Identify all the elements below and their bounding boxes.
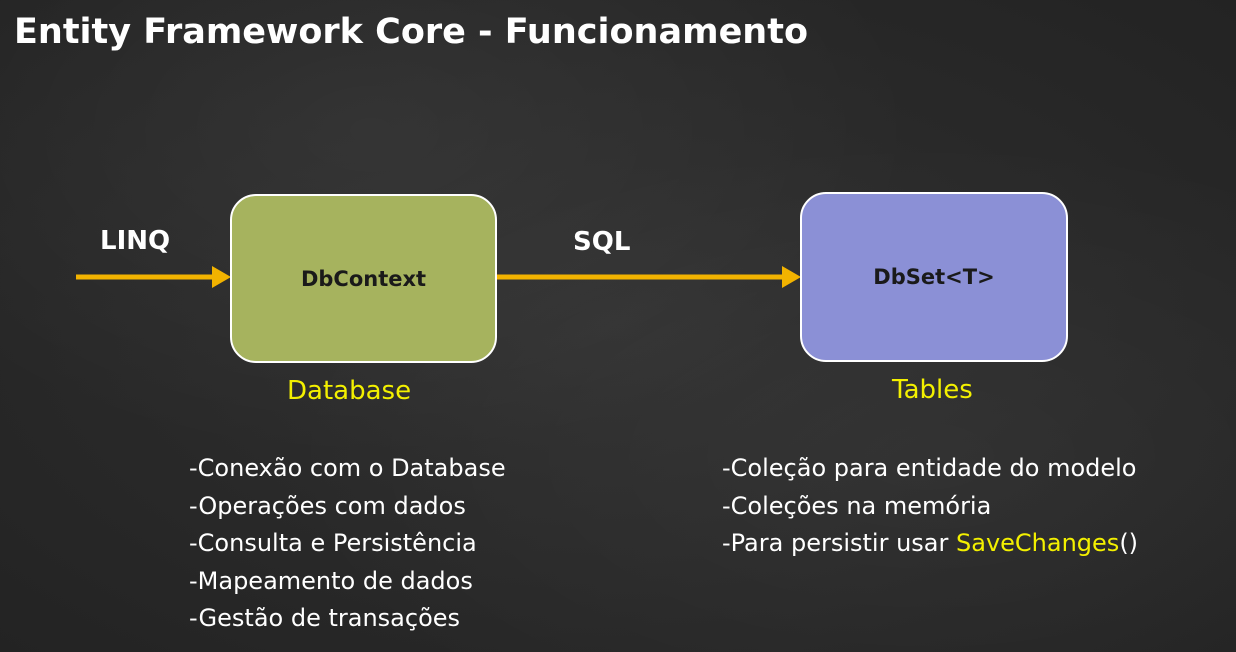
list-item: -Conexão com o Database (189, 454, 506, 482)
sql-label: SQL (573, 227, 631, 257)
list-item: -Gestão de transações (189, 604, 461, 632)
dbset-label: DbSet<T> (873, 265, 995, 289)
tables-caption: Tables (892, 375, 973, 405)
dbcontext-feature-list: -Conexão com o Database -Operações com d… (189, 450, 506, 638)
database-caption: Database (287, 376, 412, 406)
sql-arrowhead (782, 266, 801, 288)
list-item: -Mapeamento de dados (189, 566, 473, 595)
slide-title: Entity Framework Core - Funcionamento (14, 12, 808, 52)
list-item: -Coleções na memória (722, 491, 992, 520)
dbset-feature-list: -Coleção para entidade do modelo -Coleçõ… (722, 450, 1138, 563)
dbcontext-label: DbContext (300, 266, 427, 291)
savechanges-method: SaveChanges (956, 529, 1120, 557)
persist-suffix: () (1119, 529, 1139, 557)
persist-prefix: -Para persistir usar (722, 529, 956, 557)
dbset-box: DbSet<T> (800, 192, 1068, 362)
list-item: -Consulta e Persistência (189, 529, 477, 557)
linq-label: LINQ (100, 226, 171, 256)
list-item-persist: -Para persistir usar SaveChanges() (722, 525, 1138, 563)
list-item: -Coleção para entidade do modelo (722, 454, 1137, 482)
list-item: -Operações com dados (189, 491, 466, 520)
dbcontext-box: DbContext (230, 194, 497, 363)
linq-arrowhead (212, 266, 231, 288)
